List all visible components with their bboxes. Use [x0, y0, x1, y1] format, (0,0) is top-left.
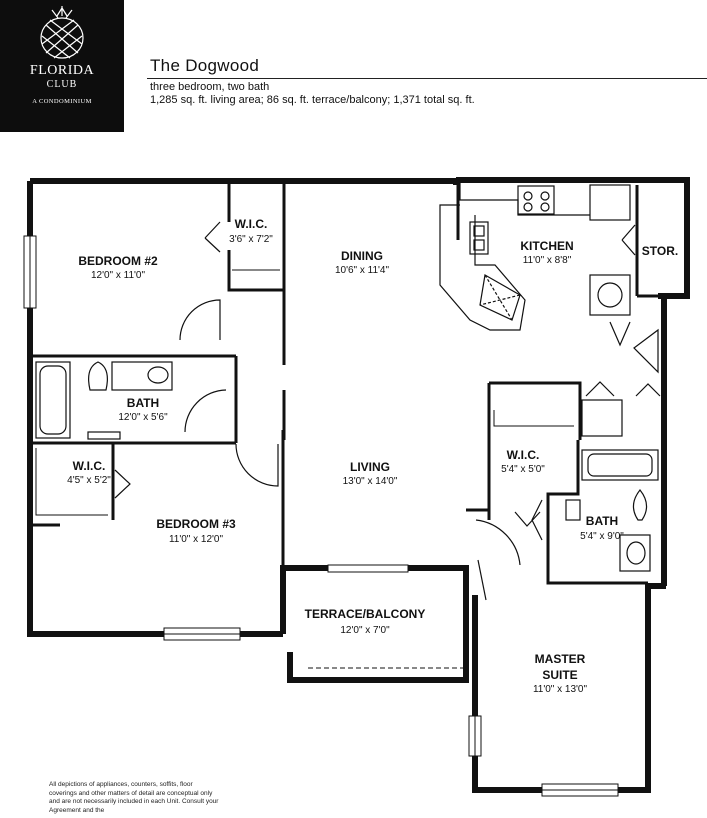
room-living-name: LIVING [349, 460, 391, 474]
room-kitchen-dims: 11'0" x 8'8" [522, 255, 572, 266]
bath2-fixtures [565, 449, 659, 572]
room-wic-bedroom2-dims: 3'6" x 7'2" [229, 234, 273, 245]
doors [114, 221, 661, 601]
windows [23, 235, 619, 797]
room-wic-master-name: W.I.C. [506, 448, 540, 462]
room-bath1-dims: 12'0" x 5'6" [118, 412, 168, 423]
room-bedroom3-dims: 11'0" x 12'0" [168, 534, 224, 545]
plan-subtitle: three bedroom, two bath [150, 81, 270, 93]
room-terrace-name: TERRACE/BALCONY [304, 607, 426, 621]
florida-club-logo: FLORIDA CLUB A CONDOMINIUM [0, 0, 124, 132]
room-bath1-name: BATH [126, 396, 160, 410]
logo-line-florida: FLORIDA [29, 63, 95, 78]
room-wic-bedroom3-name: W.I.C. [72, 459, 106, 473]
title-divider [147, 78, 707, 79]
room-wic-bedroom2-name: W.I.C. [234, 217, 268, 231]
room-bedroom2-name: BEDROOM #2 [78, 254, 158, 268]
room-master-name: MASTER [534, 652, 586, 666]
room-bedroom2-dims: 12'0" x 11'0" [90, 270, 146, 281]
room-dining-dims: 10'6" x 11'4" [334, 265, 390, 276]
room-wic-master-dims: 5'4" x 5'0" [501, 464, 545, 475]
plan-title: The Dogwood [150, 56, 260, 75]
room-bath2-dims: 5'4" x 9'0" [580, 531, 624, 542]
pineapple-crest-icon [40, 6, 84, 59]
room-wic-bedroom3-dims: 4'5" x 5'2" [67, 475, 111, 486]
room-storage-name: STOR. [641, 244, 679, 258]
room-kitchen-name: KITCHEN [520, 239, 574, 253]
wic-shelves [35, 269, 574, 516]
room-bath2-name: BATH [585, 514, 619, 528]
interior-walls [30, 181, 665, 585]
disclaimer-text: All depictions of appliances, counters, … [49, 781, 219, 814]
room-dining-name: DINING [341, 249, 383, 263]
room-living-dims: 13'0" x 14'0" [342, 476, 398, 487]
plan-area-summary: 1,285 sq. ft. living area; 86 sq. ft. te… [150, 94, 475, 106]
room-terrace-dims: 12'0" x 7'0" [340, 625, 390, 636]
room-bedroom3-name: BEDROOM #3 [156, 517, 236, 531]
logo-line-condominium: A CONDOMINIUM [32, 98, 92, 105]
room-master-name-line2: SUITE [542, 668, 578, 682]
kitchen-fixtures [439, 183, 631, 437]
bath1-fixtures [35, 361, 173, 440]
room-master-dims: 11'0" x 13'0" [532, 684, 588, 695]
logo-line-club: CLUB [46, 79, 78, 90]
